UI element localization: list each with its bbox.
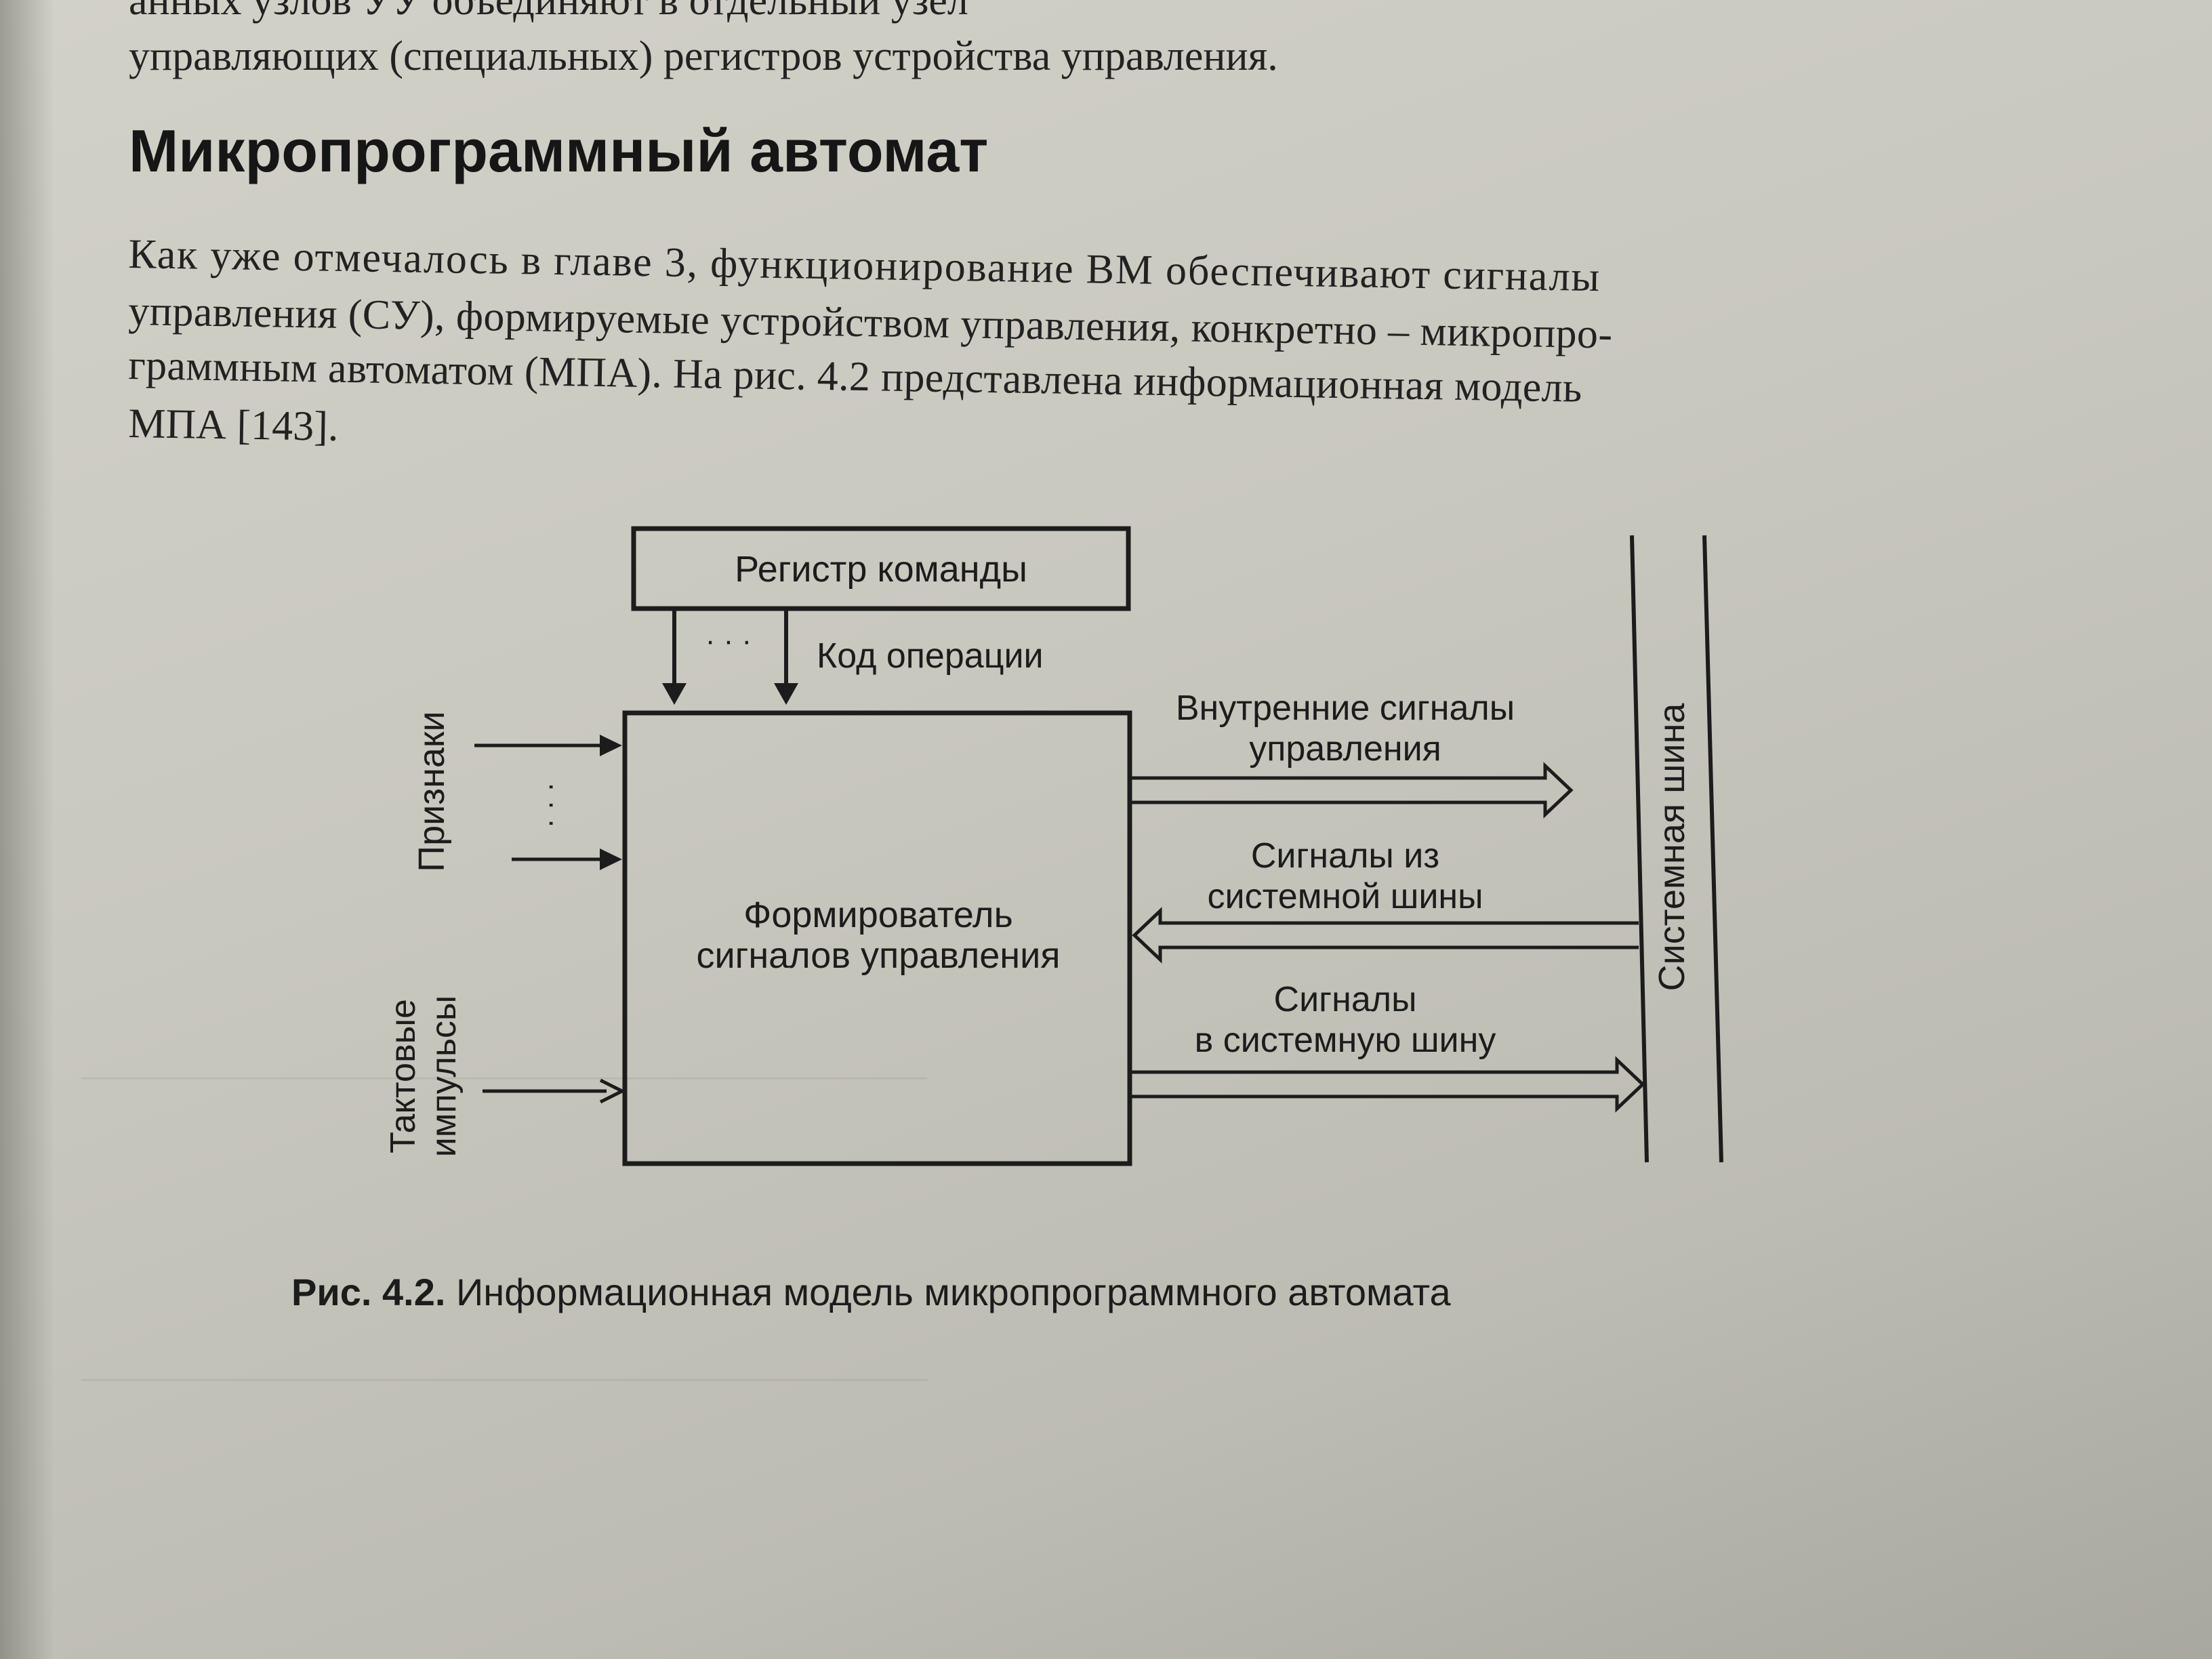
system-bus-label: Системная шина	[1652, 703, 1692, 991]
to-bus-label-1: Сигналы	[1274, 980, 1417, 1019]
to-bus-arrow	[1130, 1056, 1645, 1113]
register-to-main-arrows: · · · Код операции	[662, 609, 1044, 705]
bus-line-right	[1702, 535, 1723, 1163]
from-bus-signals: Сигналы из системной шины	[1132, 836, 1639, 964]
system-bus: Системная шина	[1630, 535, 1723, 1163]
text-line-top: управляющих (специальных) регистров устр…	[129, 33, 1278, 79]
flags-label: Признаки	[411, 711, 452, 872]
internal-signals-label-1: Внутренние сигналы	[1176, 689, 1515, 728]
cut-off-text-line: анных узлов УУ объединяют в отдельный уз…	[129, 0, 968, 24]
flags-ellipsis: · · ·	[533, 782, 566, 828]
main-block-label-1: Формирователь	[743, 895, 1012, 935]
flag-arrowhead-1	[600, 735, 622, 756]
page-shadow	[0, 0, 54, 1659]
register-ellipsis: · · ·	[705, 624, 752, 657]
clock-label-1: Тактовые	[384, 999, 423, 1153]
to-bus-signals: Сигналы в системную шину	[1130, 980, 1645, 1113]
register-label: Регистр команды	[735, 549, 1027, 590]
from-bus-label-1: Сигналы из	[1251, 836, 1439, 876]
internal-signals-arrow	[1130, 762, 1574, 819]
internal-signals-label-2: управления	[1249, 729, 1441, 769]
to-bus-label-2: в системную шину	[1195, 1021, 1496, 1060]
from-bus-label-2: системной шины	[1208, 877, 1483, 916]
register-block: Регистр команды	[631, 526, 1131, 611]
clock-label-2: импульсы	[424, 996, 464, 1158]
internal-signals: Внутренние сигналы управления	[1130, 689, 1574, 819]
flags-inputs: · · · Признаки	[411, 711, 622, 872]
register-box	[631, 526, 1131, 611]
from-bus-arrow	[1132, 907, 1639, 964]
register-arrowhead-2	[774, 683, 798, 705]
flag-arrowhead-2	[600, 848, 622, 870]
caption-text: Информационная модель микропрограммного …	[445, 1271, 1451, 1313]
clock-arrowhead	[599, 1078, 626, 1104]
bleed-through-text-2: ________________________________________…	[81, 1346, 927, 1385]
bus-line-left	[1630, 535, 1649, 1163]
section-heading: Микропрограммный автомат	[129, 117, 989, 184]
register-arrowhead-1	[662, 683, 687, 705]
clock-input: Тактовые импульсы	[384, 996, 626, 1158]
figure-caption: Рис. 4.2. Информационная модель микропро…	[291, 1270, 1451, 1314]
main-block-box	[622, 710, 1132, 1166]
opcode-label: Код операции	[817, 636, 1044, 676]
main-block-label-2: сигналов управления	[696, 935, 1060, 976]
main-block: Формирователь сигналов управления	[622, 710, 1132, 1166]
caption-number: Рис. 4.2.	[291, 1271, 446, 1313]
